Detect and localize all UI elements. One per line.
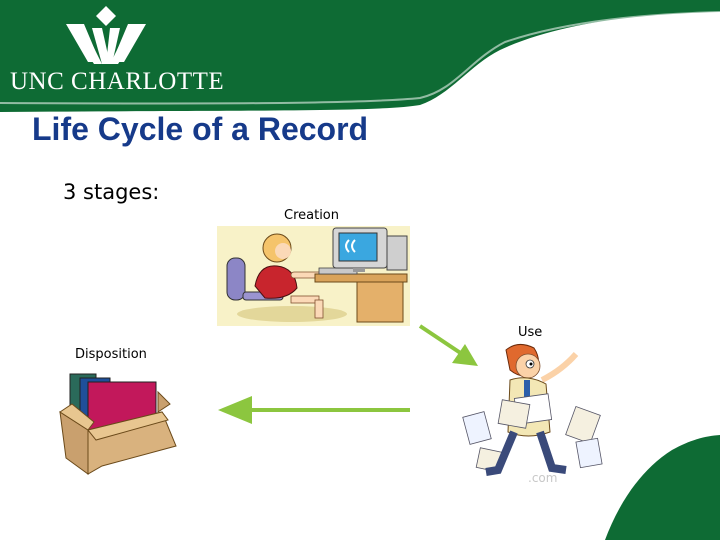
disposition-box-icon xyxy=(59,373,177,475)
use-label: Use xyxy=(518,325,543,340)
creation-clipart-icon xyxy=(217,226,410,326)
slide-title: Life Cycle of a Record xyxy=(32,111,369,147)
svg-text:.com: .com xyxy=(528,471,557,485)
logo-wordmark: UNC CHARLOTTE xyxy=(10,68,225,95)
unc-charlotte-crown-icon xyxy=(66,6,146,64)
disposition-label: Disposition xyxy=(75,347,147,362)
stages-intro: 3 stages: xyxy=(63,180,160,204)
creation-label: Creation xyxy=(284,208,340,223)
use-clipart-icon: .com xyxy=(458,340,606,486)
